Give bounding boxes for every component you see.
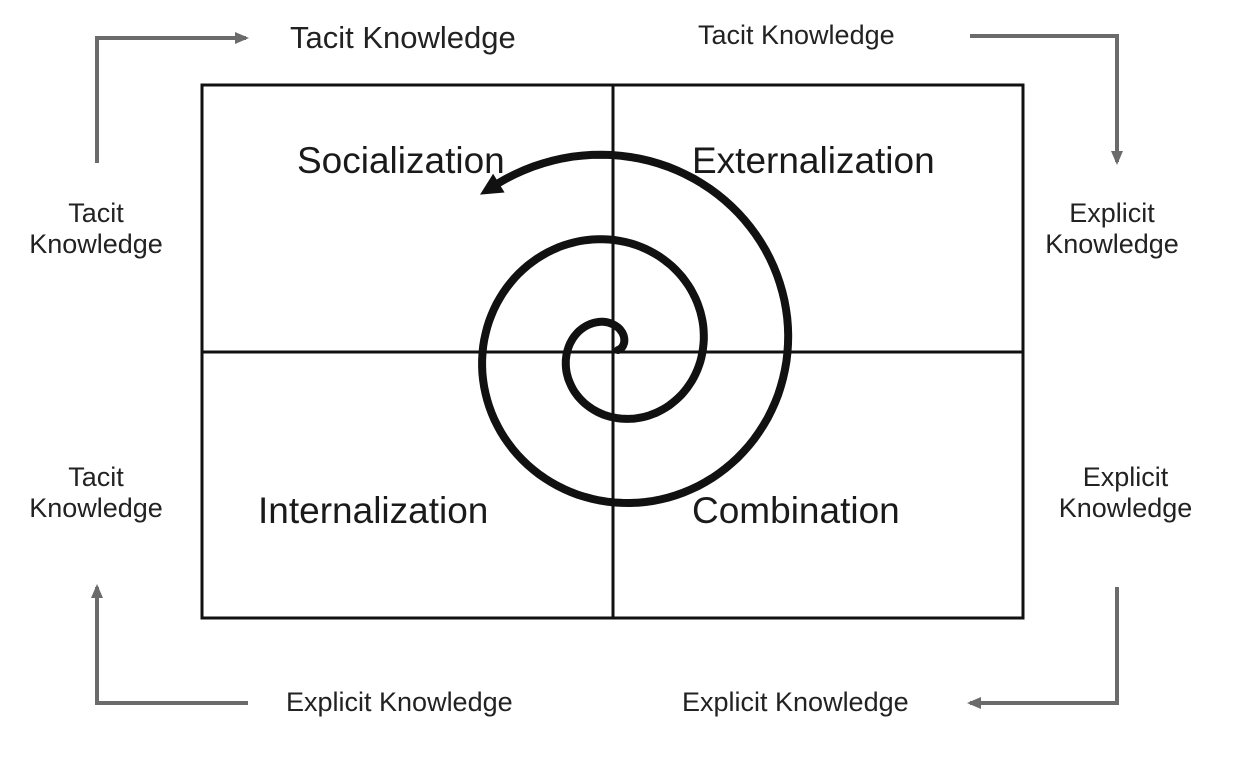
left-lower-line2: Knowledge — [29, 493, 163, 524]
right-lower-line1: Explicit — [1082, 462, 1169, 492]
left-upper-line2: Knowledge — [29, 229, 163, 260]
bottom-left-label: Explicit Knowledge — [286, 687, 513, 717]
quadrant-internalization: Internalization — [258, 490, 489, 531]
right-lower-label: Explicit Knowledge — [1048, 462, 1203, 524]
left-upper-line1: Tacit — [68, 198, 124, 228]
top-right-label: Tacit Knowledge — [698, 20, 895, 50]
right-lower-line2: Knowledge — [1058, 493, 1193, 524]
spiral-arrowhead — [480, 173, 505, 195]
right-upper-line1: Explicit — [1069, 198, 1155, 228]
left-upper-label: Tacit Knowledge — [20, 198, 172, 260]
left-lower-line1: Tacit — [68, 462, 124, 492]
right-upper-line2: Knowledge — [1045, 229, 1179, 260]
quadrant-combination: Combination — [692, 490, 900, 531]
top-left-arrow — [95, 32, 249, 163]
quadrant-socialization: Socialization — [297, 140, 505, 181]
right-upper-label: Explicit Knowledge — [1036, 198, 1188, 260]
knowledge-spiral — [478, 150, 793, 508]
left-lower-label: Tacit Knowledge — [20, 462, 172, 524]
bottom-right-label: Explicit Knowledge — [682, 687, 909, 717]
top-right-arrow — [970, 34, 1123, 165]
top-left-label: Tacit Knowledge — [290, 20, 516, 55]
bottom-right-arrow — [967, 587, 1119, 709]
quadrant-externalization: Externalization — [692, 140, 935, 181]
bottom-left-arrow — [91, 584, 248, 705]
